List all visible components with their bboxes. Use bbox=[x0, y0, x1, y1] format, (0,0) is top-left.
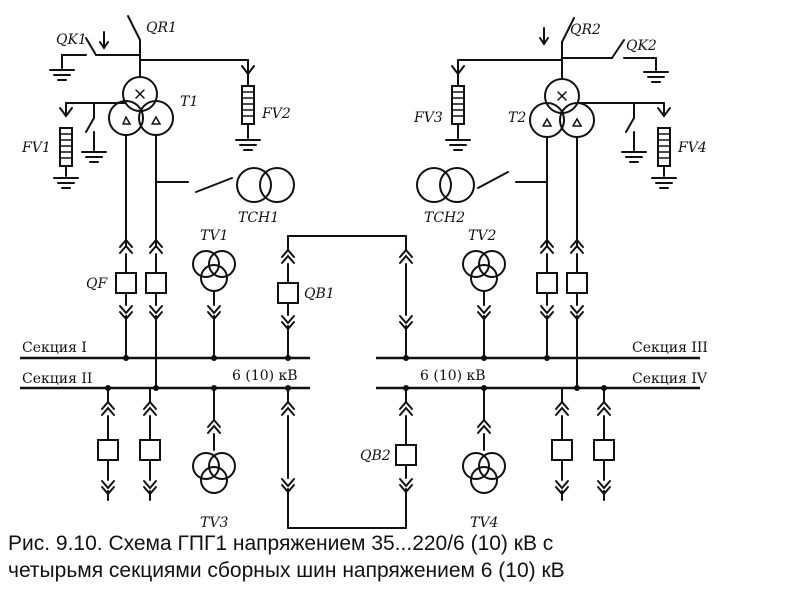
t1-power-transformer bbox=[108, 76, 174, 136]
caption-line-2: четырьмя секциями сборных шин напряжение… bbox=[8, 559, 565, 582]
feeder-left-2 bbox=[139, 387, 161, 501]
label-tch2: TCH2 bbox=[424, 210, 465, 226]
figure-caption: Рис. 9.10. Схема ГПГ1 напряжением 35...2… bbox=[8, 530, 792, 584]
tv2-voltage-transformer bbox=[462, 250, 506, 359]
label-voltage-right: 6 (10) кВ bbox=[420, 368, 486, 384]
busbars bbox=[20, 356, 700, 390]
label-fv2: FV2 bbox=[261, 106, 291, 122]
label-qk2: QK2 bbox=[626, 38, 657, 54]
fv2-surge-arrester bbox=[235, 73, 261, 151]
bus-labels: Секция I Секция II Секция III Секция IV … bbox=[22, 340, 708, 387]
label-tv4: TV4 bbox=[470, 515, 498, 531]
label-voltage-left: 6 (10) кВ bbox=[232, 368, 298, 384]
t1-lv-leads bbox=[115, 134, 167, 389]
qr2-disconnector bbox=[451, 17, 575, 80]
tv1-voltage-transformer bbox=[192, 250, 236, 359]
bus-junctions bbox=[105, 355, 607, 391]
label-qr1: QR1 bbox=[146, 20, 177, 36]
qk1-earthing-switch bbox=[49, 31, 141, 81]
feeder-right-1 bbox=[551, 387, 573, 501]
tch1-aux-transformer bbox=[155, 167, 295, 203]
qk2-earthing-switch bbox=[561, 39, 669, 83]
tch2-aux-transformer bbox=[416, 167, 548, 203]
label-fv3: FV3 bbox=[413, 110, 443, 126]
t2-lv-leads bbox=[536, 136, 588, 389]
component-labels: QR1 QK1 T1 FV1 FV2 TCH1 TV1 QF QB1 QR2 Q… bbox=[21, 20, 707, 531]
label-tv1: TV1 bbox=[200, 228, 228, 244]
label-tv3: TV3 bbox=[200, 515, 228, 531]
label-t1: T1 bbox=[180, 94, 198, 110]
t2-power-transformer bbox=[529, 78, 595, 138]
label-qk1: QK1 bbox=[56, 32, 87, 48]
feeder-right-2 bbox=[593, 387, 615, 501]
label-qb1: QB1 bbox=[304, 286, 335, 302]
label-tv2: TV2 bbox=[468, 228, 496, 244]
caption-line-1: Рис. 9.10. Схема ГПГ1 напряжением 35...2… bbox=[8, 532, 554, 555]
feeder-left-1 bbox=[97, 387, 119, 501]
label-section-4: Секция IV bbox=[632, 371, 708, 387]
tv3-voltage-transformer bbox=[192, 387, 236, 494]
label-fv1: FV1 bbox=[21, 140, 51, 156]
label-section-2: Секция II bbox=[22, 371, 92, 387]
label-section-1: Секция I bbox=[22, 340, 87, 356]
label-qf: QF bbox=[86, 276, 108, 292]
label-tch1: TCH1 bbox=[238, 210, 279, 226]
fv3-surge-arrester bbox=[445, 73, 471, 151]
qb1-sectional-breaker bbox=[277, 235, 413, 359]
t1-neutral-equipment bbox=[53, 102, 127, 189]
qb2-sectional-breaker bbox=[281, 387, 417, 529]
label-t2: T2 bbox=[508, 110, 526, 126]
tv4-voltage-transformer bbox=[462, 387, 506, 494]
label-qr2: QR2 bbox=[570, 22, 601, 38]
label-qb2: QB2 bbox=[360, 448, 391, 464]
label-section-3: Секция III bbox=[632, 340, 708, 356]
label-fv4: FV4 bbox=[677, 140, 707, 156]
t2-neutral-equipment bbox=[576, 102, 677, 189]
